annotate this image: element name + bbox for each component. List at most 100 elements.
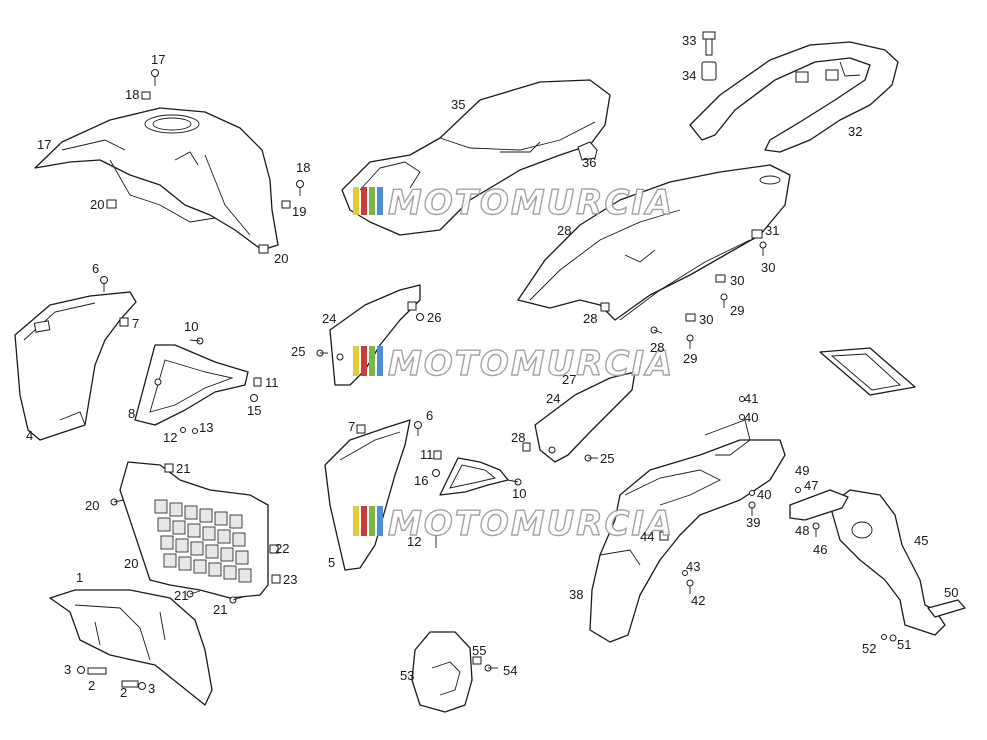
callout-53: 54	[503, 663, 517, 678]
bracket-10	[439, 457, 509, 496]
callout-20: 20	[85, 498, 99, 513]
watermark-3: MOTOMURCIA	[353, 503, 673, 545]
callout-19: 20	[124, 556, 138, 571]
rear-tail-fairing	[517, 164, 791, 321]
callout-29: 28	[583, 311, 597, 326]
callout-18: 20	[274, 251, 288, 266]
callout-25: 27	[562, 372, 576, 387]
callout-49: 50	[944, 585, 958, 600]
callout-30: 30	[699, 312, 713, 327]
left-side-panel	[14, 291, 137, 441]
callout-20: 21	[174, 588, 188, 603]
callout-20: 21	[213, 602, 227, 617]
callout-6: 6	[92, 261, 99, 276]
fuel-tank-cover	[34, 107, 279, 251]
watermark-text: MOTOMURCIA	[388, 183, 674, 223]
callout-3: 3	[64, 662, 71, 677]
callout-5: 5	[328, 555, 335, 570]
callout-27: 28	[557, 223, 571, 238]
callout-14: 15	[247, 403, 261, 418]
rear-mudguard	[589, 419, 786, 643]
callout-2: 2	[120, 685, 127, 700]
callout-13: 13	[199, 420, 213, 435]
spacer-35	[701, 61, 717, 81]
side-fairing-5	[324, 419, 411, 571]
callout-31: 30	[761, 260, 775, 275]
callout-45: 45	[914, 533, 928, 548]
callout-18: 20	[90, 197, 104, 212]
callout-24: 25	[600, 451, 614, 466]
callout-6: 6	[426, 408, 433, 423]
watermark-stripe-4	[377, 346, 383, 376]
callout-1: 1	[76, 570, 83, 585]
callout-11: 11	[265, 375, 279, 390]
callout-35: 34	[682, 68, 696, 83]
callout-51: 52	[862, 641, 876, 656]
callout-21: 21	[176, 461, 190, 476]
watermark-stripe-4	[377, 506, 383, 536]
callout-50: 51	[897, 637, 911, 652]
callout-4: 4	[26, 428, 33, 443]
callout-46: 46	[813, 542, 827, 557]
callout-28: 29	[683, 351, 697, 366]
callout-21: 22	[275, 541, 289, 556]
clip-37	[577, 141, 598, 161]
watermark-stripe-3	[369, 506, 375, 536]
license-plate-holder	[829, 489, 946, 636]
callout-12: 12	[163, 430, 177, 445]
callout-12: 12	[407, 534, 421, 549]
seat	[341, 79, 611, 236]
watermark-stripe-1	[353, 346, 359, 376]
callout-7: 7	[348, 419, 355, 434]
callout-16: 18	[296, 160, 310, 175]
callout-26: 28	[511, 430, 525, 445]
watermark-stripe-1	[353, 506, 359, 536]
callout-36: 35	[451, 97, 465, 112]
callout-30: 30	[730, 273, 744, 288]
callout-47: 48	[795, 523, 809, 538]
watermark-stripe-4	[377, 187, 383, 215]
callout-38: 38	[569, 587, 583, 602]
callout-32: 31	[765, 223, 779, 238]
hardware-fasteners	[77, 69, 897, 690]
watermark-1: MOTOMURCIA	[353, 182, 674, 224]
callout-10: 10	[184, 319, 198, 334]
callout-41: 41	[744, 391, 758, 406]
callout-10: 10	[512, 486, 526, 501]
callout-54: 55	[472, 643, 486, 658]
callout-42: 42	[691, 593, 705, 608]
watermark-text: MOTOMURCIA	[388, 344, 674, 384]
callout-labels: 17 18 17 18 19 20 20 6 7 4 10 11 15 8 12…	[26, 33, 958, 700]
watermark-stripe-2	[361, 346, 367, 376]
callout-17: 19	[292, 204, 306, 219]
callout-39: 39	[746, 515, 760, 530]
callout-11: 11	[420, 447, 434, 462]
center-panel-22	[329, 284, 421, 386]
callout-22: 24	[322, 311, 336, 326]
callout-17: 18	[125, 87, 139, 102]
front-mudguard	[49, 589, 213, 706]
callout-7: 7	[132, 316, 139, 331]
callout-28: 29	[730, 303, 744, 318]
watermark-2: MOTOMURCIA	[353, 343, 674, 385]
inner-bracket	[134, 344, 249, 426]
callout-33: 32	[848, 124, 862, 139]
callout-3: 3	[148, 681, 155, 696]
callout-37: 36	[582, 155, 596, 170]
callout-28: 28	[650, 340, 664, 355]
callout-43: 43	[686, 559, 700, 574]
callout-34: 33	[682, 33, 696, 48]
callout-40: 40	[744, 410, 758, 425]
callout-16: 17	[151, 52, 165, 67]
watermark-stripe-3	[369, 187, 375, 215]
callout-47: 47	[804, 478, 818, 493]
callout-25: 26	[427, 310, 441, 325]
watermark-stripe-2	[361, 506, 367, 536]
callout-8: 8	[128, 406, 135, 421]
radiator-grille	[119, 461, 269, 599]
callout-52: 53	[400, 668, 414, 683]
center-panel-23	[534, 371, 636, 463]
reflector-bracket-49	[927, 599, 966, 618]
bolt-34	[702, 31, 716, 56]
